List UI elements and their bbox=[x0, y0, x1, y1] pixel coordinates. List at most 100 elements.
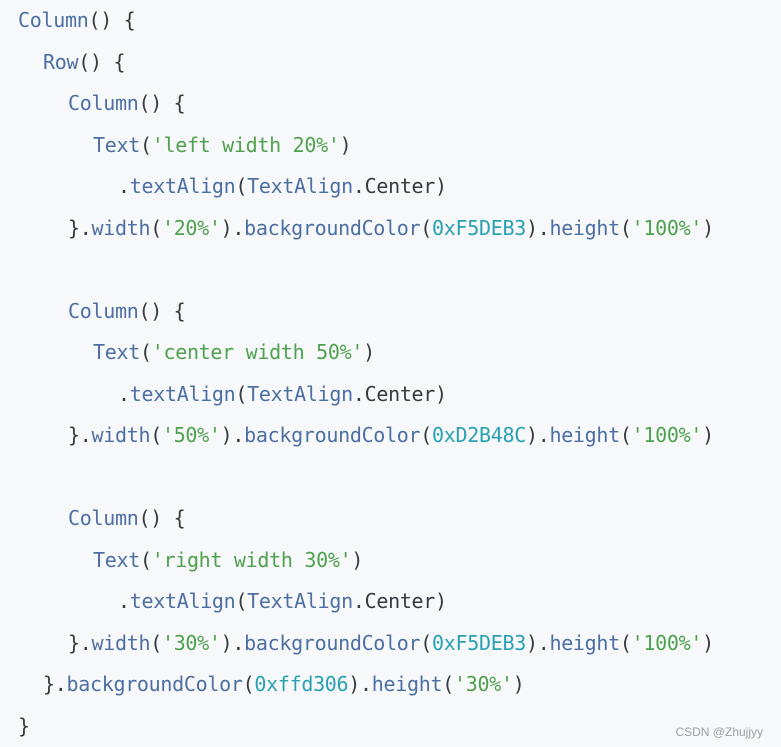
code-token: . bbox=[352, 589, 365, 613]
code-token: ( bbox=[619, 630, 632, 655]
code-token: ). bbox=[220, 215, 245, 240]
code-line: Column() { bbox=[68, 291, 186, 332]
code-token: ) bbox=[363, 340, 375, 364]
code-token: ) bbox=[435, 589, 447, 613]
code-token: () { bbox=[138, 298, 186, 323]
code-token: } bbox=[18, 713, 30, 738]
code-token: 0xffd306 bbox=[254, 672, 349, 696]
code-token: ( bbox=[150, 630, 162, 655]
code-token: '100%' bbox=[631, 630, 703, 655]
code-token: . bbox=[352, 174, 365, 198]
code-line: .textAlign(TextAlign.Center) bbox=[118, 374, 447, 415]
code-token: 'left width 20%' bbox=[151, 132, 340, 157]
code-token: ( bbox=[420, 215, 433, 240]
code-token: ) bbox=[702, 215, 714, 240]
code-token: . bbox=[118, 589, 130, 613]
code-token: . bbox=[118, 174, 130, 198]
code-line: }.backgroundColor(0xffd306).height('30%'… bbox=[43, 664, 525, 705]
code-token: Text bbox=[93, 132, 140, 157]
code-token: ) bbox=[435, 381, 447, 406]
code-token: Column bbox=[18, 8, 89, 32]
code-token: '100%' bbox=[631, 423, 703, 447]
code-token: 0xF5DEB3 bbox=[432, 630, 526, 655]
code-token: ). bbox=[525, 215, 550, 240]
code-line: .textAlign(TextAlign.Center) bbox=[118, 166, 447, 207]
code-token: backgroundColor bbox=[244, 215, 421, 240]
watermark: CSDN @Zhujjyy bbox=[675, 725, 763, 739]
code-token: . bbox=[118, 381, 130, 406]
code-token: }. bbox=[43, 672, 67, 696]
code-line: Column() { bbox=[68, 498, 186, 539]
code-token: TextAlign bbox=[247, 174, 353, 198]
code-line: }.width('20%').backgroundColor(0xF5DEB3)… bbox=[68, 208, 714, 249]
code-token: ) bbox=[339, 132, 352, 157]
code-token: height bbox=[371, 672, 443, 696]
code-token: width bbox=[91, 630, 151, 655]
code-token: Center bbox=[364, 174, 436, 198]
code-token: backgroundColor bbox=[244, 630, 421, 655]
code-token: ( bbox=[442, 672, 454, 696]
code-line: Text('center width 50%') bbox=[93, 332, 375, 373]
code-line: } bbox=[18, 706, 30, 747]
code-token: textAlign bbox=[129, 589, 236, 613]
code-token: ) bbox=[702, 630, 714, 655]
code-token: Text bbox=[93, 340, 140, 364]
code-token: }. bbox=[68, 215, 92, 240]
code-token: height bbox=[549, 423, 620, 447]
code-token: '100%' bbox=[631, 215, 703, 240]
code-token: ( bbox=[619, 423, 632, 447]
code-token: '30%' bbox=[161, 630, 221, 655]
code-token: 0xD2B48C bbox=[432, 423, 526, 447]
code-token: . bbox=[352, 381, 365, 406]
code-token: ( bbox=[150, 215, 162, 240]
code-token: Column bbox=[68, 91, 139, 115]
code-token: width bbox=[91, 423, 151, 447]
code-line: Text('left width 20%') bbox=[93, 125, 352, 166]
code-line: }.width('50%').backgroundColor(0xD2B48C)… bbox=[68, 415, 714, 456]
code-token: ). bbox=[220, 630, 245, 655]
code-token: Column bbox=[68, 298, 139, 323]
code-token: TextAlign bbox=[247, 381, 353, 406]
code-token: Center bbox=[364, 589, 436, 613]
code-token: ( bbox=[235, 381, 248, 406]
code-line: Column() { bbox=[68, 83, 186, 124]
code-token: ( bbox=[150, 423, 162, 447]
code-token: '30%' bbox=[453, 672, 513, 696]
code-token: height bbox=[549, 215, 620, 240]
code-token: textAlign bbox=[129, 174, 236, 198]
code-token: backgroundColor bbox=[66, 672, 243, 696]
code-token: backgroundColor bbox=[244, 423, 421, 447]
code-token: 0xF5DEB3 bbox=[432, 215, 526, 240]
code-token: 'center width 50%' bbox=[151, 340, 364, 364]
code-token: ( bbox=[242, 672, 255, 696]
code-token: 'right width 30%' bbox=[151, 547, 352, 572]
code-token: Center bbox=[364, 381, 436, 406]
code-token: () { bbox=[88, 8, 136, 32]
code-token: () { bbox=[138, 91, 186, 115]
code-token: height bbox=[549, 630, 620, 655]
code-token: ( bbox=[420, 630, 433, 655]
code-token: TextAlign bbox=[247, 589, 353, 613]
code-token: ( bbox=[420, 423, 433, 447]
code-token: }. bbox=[68, 423, 92, 447]
code-token: ( bbox=[139, 547, 152, 572]
code-token: ) bbox=[512, 672, 525, 696]
code-line: Column() { bbox=[18, 0, 136, 41]
code-token: ) bbox=[702, 423, 714, 447]
code-line: Row() { bbox=[43, 42, 126, 83]
code-token: Text bbox=[93, 547, 140, 572]
code-token: () { bbox=[78, 49, 126, 74]
code-token: }. bbox=[68, 630, 92, 655]
code-token: ). bbox=[525, 423, 550, 447]
code-token: ( bbox=[235, 174, 248, 198]
code-token: ( bbox=[235, 589, 248, 613]
code-token: width bbox=[91, 215, 151, 240]
code-line: .textAlign(TextAlign.Center) bbox=[118, 581, 447, 622]
code-token: ( bbox=[619, 215, 632, 240]
code-token: ). bbox=[220, 423, 245, 447]
code-token: '20%' bbox=[161, 215, 221, 240]
code-line: }.width('30%').backgroundColor(0xF5DEB3)… bbox=[68, 623, 714, 664]
code-token: ( bbox=[139, 340, 152, 364]
code-token: textAlign bbox=[129, 381, 236, 406]
